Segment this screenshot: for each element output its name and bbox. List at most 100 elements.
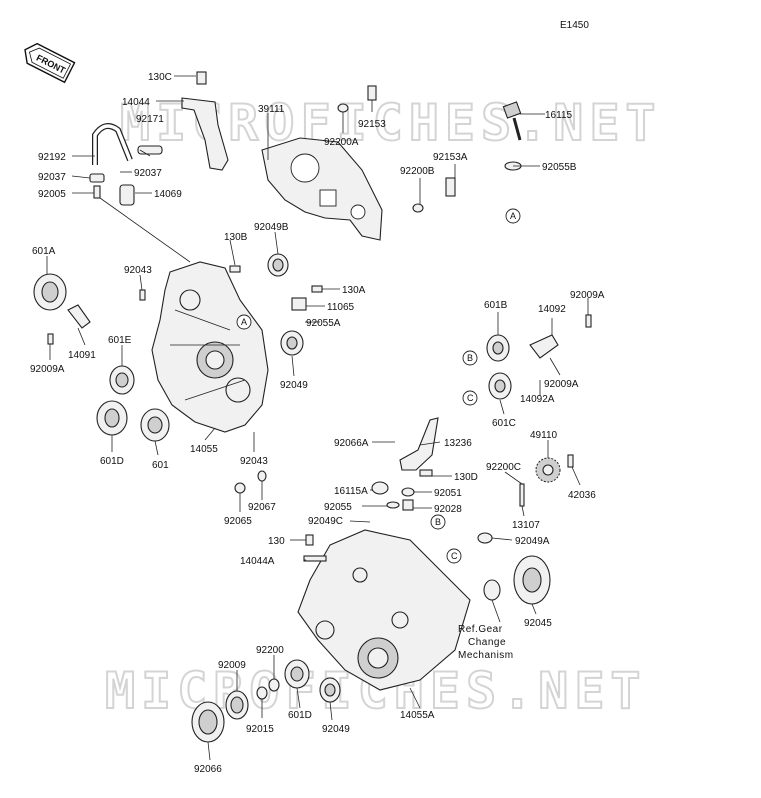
breather-14069 [119,184,135,206]
diagram-code: E1450 [560,20,589,31]
bracket-14044 [181,97,229,171]
part-label: 92049C [308,516,343,527]
part-label: 14055 [190,444,218,455]
part-label: 92066 [194,764,222,775]
clip-92037 [89,173,105,183]
part-label: 92005 [38,189,66,200]
crankcase-14055a [297,529,471,691]
seal-92049-upper [280,330,304,356]
seal-92066 [191,701,225,743]
gasket-plate-39111 [261,137,383,241]
ref-circle-a2: A [505,208,521,224]
part-label: 601E [108,335,132,346]
part-label: 130B [224,232,248,243]
part-label: 92055 [324,502,352,513]
sensor-11065 [291,297,307,311]
part-label: 92049 [280,380,308,391]
part-label: 16115A [334,486,368,497]
pin-14044a [303,555,327,562]
washer-92200 [268,678,280,692]
part-label: 130C [148,72,172,83]
svg-text:Change: Change [468,637,506,648]
part-label: 92015 [246,724,274,735]
bolt-130 [305,534,314,546]
oring-92055 [386,501,400,509]
part-label: 92009 [218,660,246,671]
bolt-130c [196,71,207,85]
ref-circle-c1: C [462,390,478,406]
bearing-601a [33,273,67,311]
bolt-42036 [567,454,574,468]
part-label: 92200 [256,645,284,656]
part-label: 130A [342,285,366,296]
part-label: 92200B [400,166,435,177]
part-label: 601D [288,710,312,721]
washer-92200b [412,203,424,213]
ref-circle-c2: C [446,548,462,564]
part-label: 601B [484,300,508,311]
bearing-601d-upper [96,400,128,436]
shift-arm-13236 [399,417,439,471]
part-label: 92043 [124,265,152,276]
part-label: 92049B [254,222,289,233]
part-label: 92200A [324,137,359,148]
bolt-92009a-left [47,333,54,345]
ref-note-gear-change: Ref.Gear Change Mechanism [458,624,513,661]
part-label: 42036 [568,490,596,501]
bolt-130d [419,469,433,477]
pin-92043 [139,289,146,301]
gear-change-ref [483,579,501,601]
part-labels: 130C 14044 92171 92192 92037 92037 92005… [30,72,605,775]
seal-92049a [477,532,493,544]
bearing-601 [140,408,170,442]
seal-92049-lower [319,677,341,703]
gear-49110 [535,457,561,483]
part-label: 92009A [544,379,579,390]
part-label: 92055A [306,318,341,329]
front-arrow-icon: FRONT [24,42,76,84]
part-label: 13107 [512,520,540,531]
washer-92015 [256,686,268,700]
bolt-92153a [445,177,456,197]
ref-circle-b1: B [462,350,478,366]
bearing-601b [486,334,510,362]
clamp-92171 [137,145,163,155]
part-label: 11065 [327,302,355,313]
part-label: 14091 [68,350,96,361]
part-label: 92049A [515,536,550,547]
part-label: 92153 [358,119,386,130]
seal-92009 [225,690,249,720]
part-label: 130D [454,472,478,483]
part-label: 92049 [322,724,350,735]
part-label: 92192 [38,152,66,163]
part-label: 92037 [134,168,162,179]
part-label: 14092A [520,394,555,405]
svg-text:A: A [510,211,516,221]
part-label: 49110 [530,430,558,441]
part-label: 92045 [524,618,552,629]
washer-92200a [337,103,349,113]
seal-92051 [401,487,415,497]
seal-92049b [267,253,289,277]
part-label: 601A [32,246,56,257]
part-label: 14055A [400,710,435,721]
bracket-14092 [529,334,559,359]
svg-text:B: B [435,517,441,527]
part-label: 16115 [545,110,573,121]
part-label: 92200C [486,462,521,473]
bearing-601d-lower [284,659,310,689]
collar-92028 [402,499,414,511]
part-label: 14069 [154,189,182,200]
part-label: 92065 [224,516,252,527]
svg-text:C: C [467,393,474,403]
part-label: 92171 [136,114,164,125]
part-label: 92043 [240,456,268,467]
bearing-92045 [513,555,551,605]
fitting-92005 [93,185,101,199]
part-label: 601 [152,460,169,471]
part-label: 14044A [240,556,275,567]
part-label: 92051 [434,488,462,499]
svg-text:A: A [241,317,247,327]
bolt-92153 [367,85,377,101]
